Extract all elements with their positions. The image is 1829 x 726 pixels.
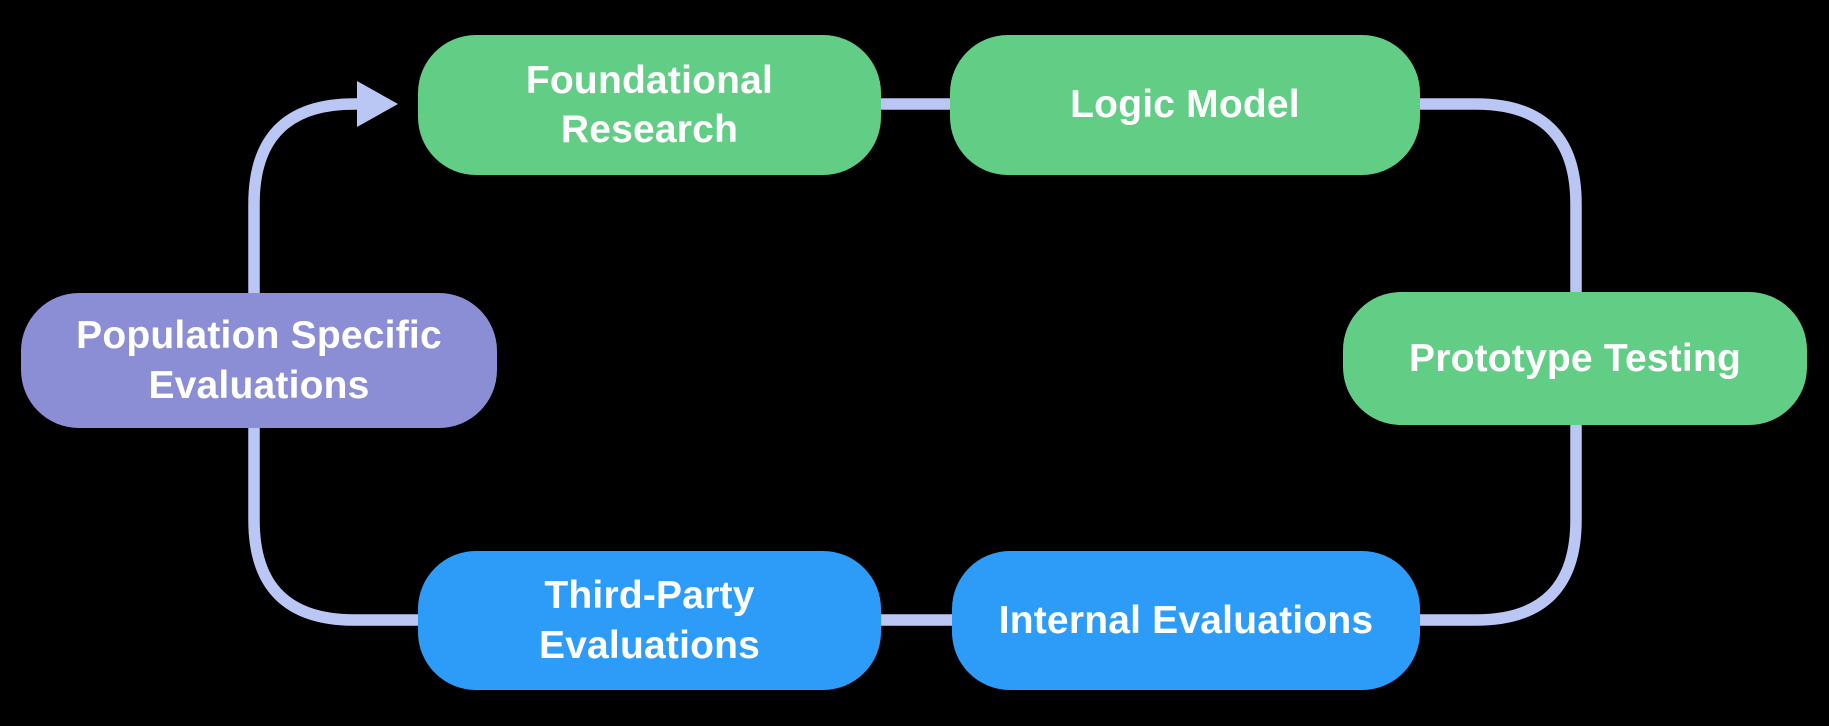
node-label-prototype-testing: Prototype Testing	[1408, 336, 1742, 380]
node-label-internal-evaluations: Internal Evaluations	[998, 598, 1374, 642]
node-prototype-testing: Prototype Testing	[1343, 292, 1807, 425]
flow-arrowhead-icon	[357, 81, 398, 127]
node-label-third-party-evaluations: Third-Party Evaluations	[538, 574, 761, 667]
node-label-population-specific-evaluations: Population Specific Evaluations	[76, 314, 442, 407]
node-internal-evaluations: Internal Evaluations	[952, 551, 1420, 690]
node-population-specific-evaluations: Population Specific Evaluations	[21, 293, 497, 428]
node-foundational-research: Foundational Research	[418, 35, 881, 175]
node-third-party-evaluations: Third-Party Evaluations	[418, 551, 881, 690]
node-label-logic-model: Logic Model	[1070, 83, 1300, 127]
node-label-foundational-research: Foundational Research	[525, 58, 774, 151]
node-logic-model: Logic Model	[950, 35, 1420, 175]
